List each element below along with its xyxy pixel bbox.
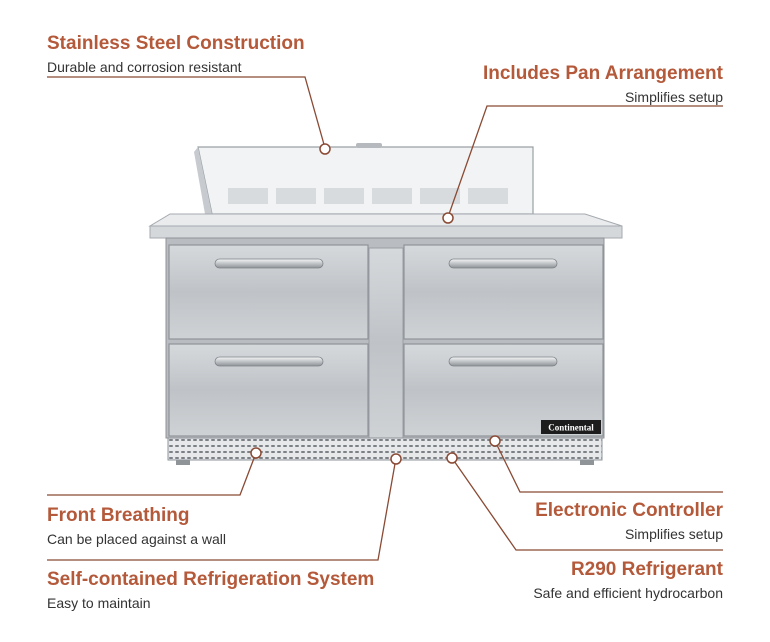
marker-dot-front-breathing <box>250 447 262 459</box>
marker-dot-stainless <box>319 143 331 155</box>
countertop <box>148 213 623 239</box>
drawer-bottom-left <box>168 343 369 437</box>
svg-text:Continental: Continental <box>548 423 594 433</box>
drawer-handle <box>214 356 324 367</box>
callout-title: R290 Refrigerant <box>570 559 723 580</box>
callout-r290-refrigerant: R290 Refrigerant Safe and efficient hydr… <box>533 559 723 602</box>
leader-lines <box>47 76 723 561</box>
callout-subtitle: Simplifies setup <box>624 526 723 542</box>
callout-subtitle: Can be placed against a wall <box>47 531 227 547</box>
callout-subtitle: Safe and efficient hydrocarbon <box>533 585 723 601</box>
marker-dot-self-contained <box>390 453 402 465</box>
drawer-handle <box>448 258 558 269</box>
drawer-top-left <box>168 244 369 340</box>
sneeze-guard-lid <box>194 143 534 215</box>
callout-subtitle: Simplifies setup <box>624 89 723 105</box>
front-breathing-grill <box>167 437 603 465</box>
callout-subtitle: Easy to maintain <box>47 595 151 611</box>
marker-dot-r290 <box>446 452 458 464</box>
drawer-handle <box>448 356 558 367</box>
marker-dot-pan <box>442 212 454 224</box>
callout-front-breathing: Front Breathing Can be placed against a … <box>47 505 226 548</box>
callout-title: Stainless Steel Construction <box>47 33 305 54</box>
callout-pan-arrangement: Includes Pan Arrangement Simplifies setu… <box>483 63 723 106</box>
brand-badge: Continental <box>541 420 601 434</box>
marker-dot-electronic <box>489 435 501 447</box>
callout-self-contained-refrigeration: Self-contained Refrigeration System Easy… <box>47 569 374 612</box>
callout-stainless-steel: Stainless Steel Construction Durable and… <box>47 33 305 76</box>
callout-title: Electronic Controller <box>535 500 723 521</box>
drawer-handle <box>214 258 324 269</box>
center-mullion <box>368 247 404 439</box>
callout-title: Includes Pan Arrangement <box>482 63 723 84</box>
drawer-top-right <box>403 244 604 340</box>
callout-subtitle: Durable and corrosion resistant <box>47 59 242 75</box>
callout-title: Front Breathing <box>47 505 190 526</box>
callout-electronic-controller: Electronic Controller Simplifies setup <box>535 500 723 543</box>
callout-title: Self-contained Refrigeration System <box>47 569 375 590</box>
